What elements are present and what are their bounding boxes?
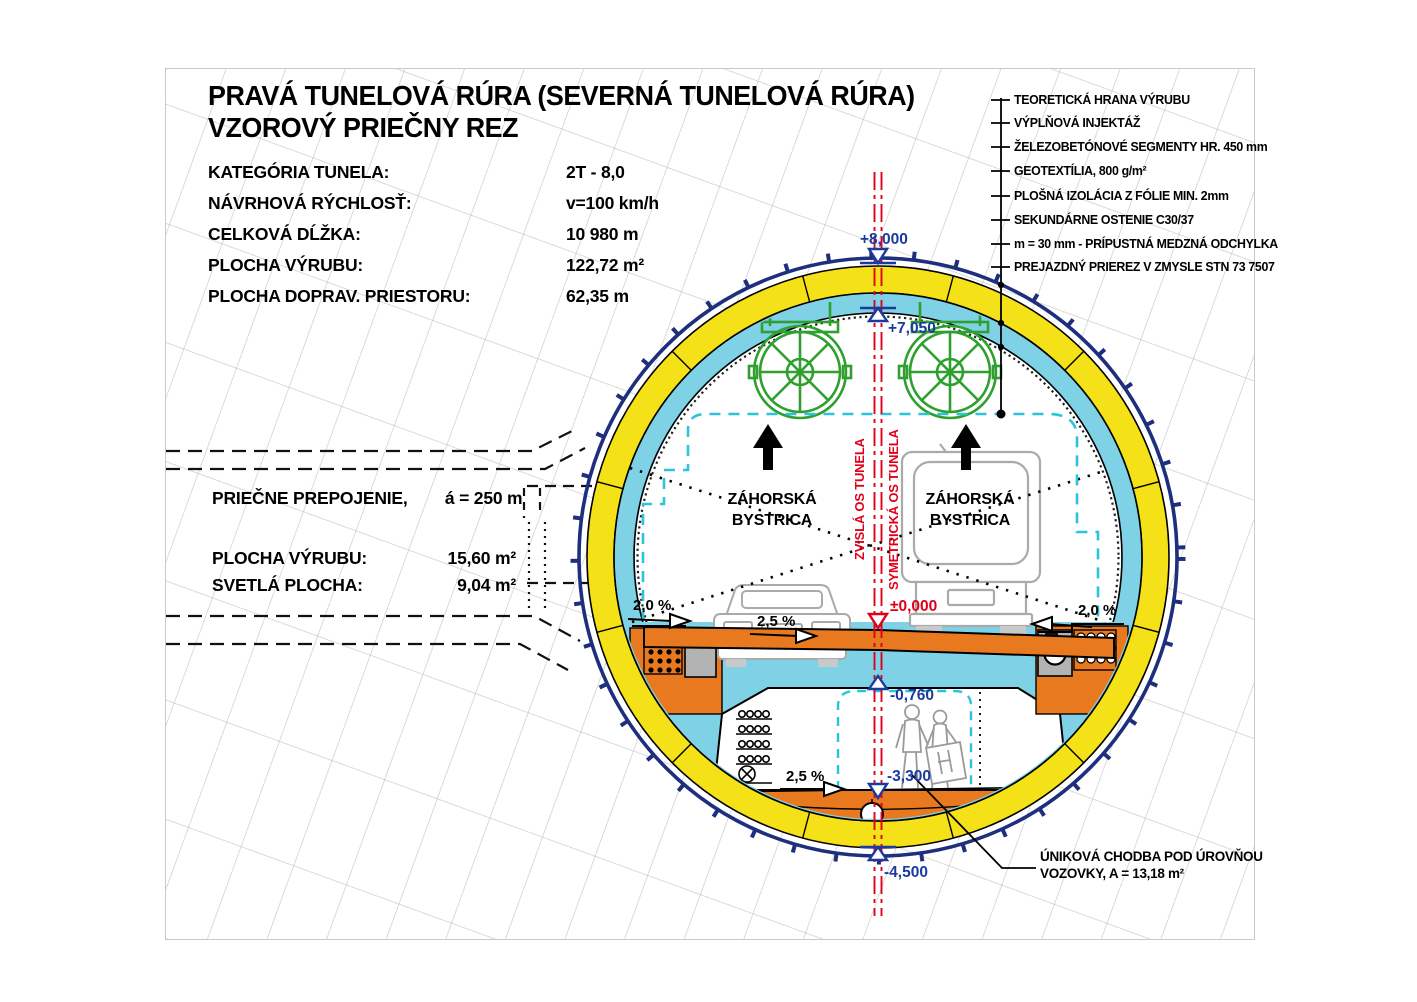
legend-item: ŽELEZOBETÓNOVÉ SEGMENTY HR. 450 mm [1014,139,1268,154]
legend-item: TEORETICKÁ HRANA VÝRUBU [1014,92,1190,107]
elevation-crown-lining: +7,050 [888,320,936,337]
param-label: CELKOVÁ DĹŽKA: [208,224,361,244]
slope-annotations [627,612,1093,798]
callout-line: ÚNIKOVÁ CHODBA POD ÚROVŇOU [1040,849,1263,864]
jet-fan-right [897,302,1003,420]
direction-arrow-right [951,424,981,470]
destination-label-left: ZÁHORSKÁ BYSTRICA [702,490,842,532]
corridor-clearance-envelope [836,689,973,790]
escape-corridor-callout: ÚNIKOVÁ CHODBA POD ÚROVŇOU VOZOVKY, A = … [1040,849,1263,883]
cross-passage-spacing: á = 250 m [444,488,523,508]
legend-item: GEOTEXTÍLIA, 800 g/m² [1014,163,1147,178]
cross-passage-value: 9,04 m² [457,575,516,595]
cross-passage-row: PLOCHA VÝRUBU: 15,60 m² [212,548,516,569]
param-row: CELKOVÁ DĹŽKA: 10 980 m [208,219,659,250]
elevation-under-slab: -0,760 [890,687,934,704]
vertical-axis-label: ZVISLÁ OS TUNELA [852,438,867,560]
legend-item: PLOŠNÁ IZOLÁCIA Z FÓLIE MIN. 2mm [1014,188,1229,203]
direction-arrow-left [753,424,783,470]
param-label: KATEGÓRIA TUNELA: [208,162,390,182]
destination-line: ZÁHORSKÁ [925,491,1015,508]
page-title: PRAVÁ TUNELOVÁ RÚRA (SEVERNÁ TUNELOVÁ RÚ… [208,80,915,144]
title-line-2: VZOROVÝ PRIEČNY REZ [208,111,519,143]
elevation-marks: +8,000 +7,050 ±0,000 -0,760 -3,300 -4,50… [860,231,937,881]
destination-label-right: ZÁHORSKÁ BYSTRICA [900,490,1040,532]
symmetry-axis-label: SYMETRICKÁ OS TUNELA [886,429,901,590]
param-row: PLOCHA DOPRAV. PRIESTORU: 62,35 m [208,281,659,312]
elevation-crown-excavation: +8,000 [860,231,908,248]
segment-joints [596,275,1160,839]
param-value: v=100 km/h [566,193,659,213]
sight-lines [629,466,1108,624]
drainage-pipe [860,802,884,819]
elevation-invert-bottom: -4,500 [884,864,928,881]
traffic-clearance-envelope [641,412,1100,620]
param-value: 10 980 m [566,224,639,244]
param-label: NÁVRHOVÁ RÝCHLOSŤ: [208,193,412,213]
slope-escape-corridor: 2,5 % [786,768,824,785]
cross-passage-value: 15,60 m² [447,548,517,568]
legend-item: PREJAZDNÝ PRIEREZ V ZMYSLE STN 73 7507 [1014,259,1275,274]
lining-outer-edge [613,292,1143,822]
param-value: 62,35 m [566,286,629,306]
title-line-1: PRAVÁ TUNELOVÁ RÚRA (SEVERNÁ TUNELOVÁ RÚ… [208,80,915,111]
cross-passage-title: PRIEČNE PREPOJENIE, á = 250 m [212,488,523,509]
param-value: 2T - 8,0 [566,162,625,182]
truck-outline [900,443,1042,636]
param-row: PLOCHA VÝRUBU: 122,72 m² [208,250,659,281]
human-figures [895,704,968,789]
elevation-road-level: ±0,000 [890,598,937,615]
callout-line: VOZOVKY, A = 13,18 m² [1040,865,1184,881]
elevation-escape-floor: -3,300 [887,768,931,785]
param-label: PLOCHA VÝRUBU: [208,255,364,275]
jet-fan-left [747,302,853,420]
escape-callout-leader [911,774,1036,869]
legend-item: VÝPLŇOVÁ INJEKTÁŽ [1014,115,1141,130]
destination-line: ZÁHORSKÁ [727,491,817,508]
slope-left-edge: 2,0 % [633,597,671,614]
param-row: KATEGÓRIA TUNELA: 2T - 8,0 [208,157,659,188]
param-label: PLOCHA DOPRAV. PRIESTORU: [208,286,471,306]
destination-line: BYSTRICA [731,511,813,529]
param-value: 122,72 m² [566,255,644,275]
destination-line: BYSTRICA [929,511,1011,529]
legend-leader [991,98,1010,419]
tunnel-parameters: KATEGÓRIA TUNELA: 2T - 8,0 NÁVRHOVÁ RÝCH… [208,157,659,312]
cross-passage-name: PRIEČNE PREPOJENIE, [212,488,408,508]
slope-lane: 2,5 % [757,613,795,630]
legend-item: m = 30 mm - PRÍPUSTNÁ MEDZNÁ ODCHYLKA [1014,236,1278,251]
cross-passage-outline [166,427,616,671]
cross-passage-row: SVETLÁ PLOCHA: 9,04 m² [212,575,516,596]
slope-right-edge: 2,0 % [1078,602,1116,619]
param-row: NÁVRHOVÁ RÝCHLOSŤ: v=100 km/h [208,188,659,219]
cross-passage-label: SVETLÁ PLOCHA: [212,575,363,595]
cross-passage-label: PLOCHA VÝRUBU: [212,548,368,568]
legend-item: SEKUNDÁRNE OSTENIE C30/37 [1014,212,1194,227]
